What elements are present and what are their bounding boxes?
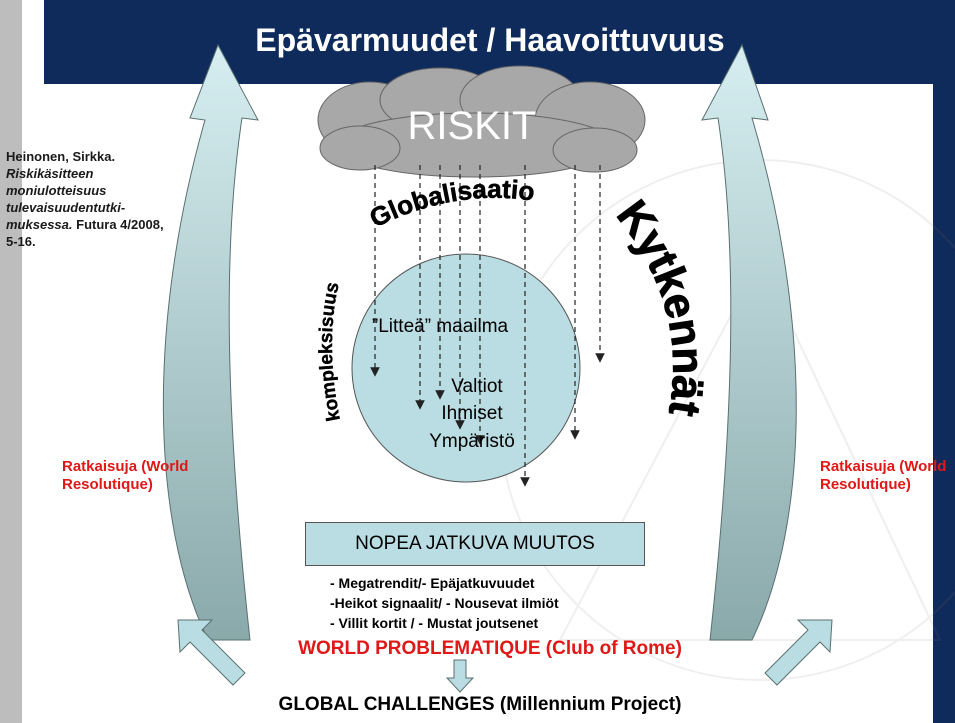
right-sidebar-bar bbox=[933, 0, 955, 723]
citation-author: Heinonen, Sirkka. bbox=[6, 149, 116, 164]
resolutions-left-label: Ratkaisuja (World Resolutique) bbox=[62, 458, 189, 493]
circle-line-flat-world: ”Litteä” maailma bbox=[372, 316, 509, 337]
bullet-list: - Megatrendit/- Epäjatkuvuudet -Heikot s… bbox=[330, 573, 630, 633]
world-circle bbox=[351, 253, 581, 483]
page-title: Epävarmuudet / Haavoittuvuus bbox=[255, 22, 725, 58]
kytkennat-arc-text: Kytkennät bbox=[607, 192, 712, 420]
circle-line-valtiot: Valtiot bbox=[451, 376, 503, 397]
right-curved-arrow bbox=[701, 43, 797, 641]
bottom-right-outline-arrow bbox=[764, 619, 833, 686]
circle-line-ymparisto: Ympäristö bbox=[429, 431, 515, 452]
citation-text: Heinonen, Sirkka. Riskikäsitteen moniulo… bbox=[6, 148, 166, 250]
bottom-left-outline-arrow bbox=[177, 619, 246, 686]
riskit-label: RISKIT bbox=[408, 104, 537, 148]
title-band bbox=[44, 0, 933, 84]
left-sidebar-bar bbox=[0, 0, 22, 723]
citation-title: Riskikäsitteen moniulotteisuus tulevaisu… bbox=[6, 166, 126, 232]
circle-line-ihmiset: Ihmiset bbox=[441, 403, 503, 424]
down-outline-arrow bbox=[445, 659, 475, 693]
bullet-item: - Villit kortit / - Mustat joutsenet bbox=[330, 615, 539, 631]
kompleksisuus-arc-text: kompleksisuus bbox=[316, 280, 345, 423]
bullet-item: -Heikot signaalit/ - Nousevat ilmiöt bbox=[330, 595, 559, 611]
world-problematique-label: WORLD PROBLEMATIQUE (Club of Rome) bbox=[298, 638, 682, 659]
risk-rain-arrows bbox=[370, 165, 605, 487]
change-box: NOPEA JATKUVA MUUTOS bbox=[305, 522, 645, 566]
citation-source: Futura 4/2008, 5-16. bbox=[6, 217, 164, 249]
left-curved-arrow bbox=[162, 43, 259, 641]
riskit-cloud bbox=[317, 65, 646, 178]
globalisaatio-arc-text: Globalisaatio bbox=[365, 174, 537, 233]
bullet-item: - Megatrendit/- Epäjatkuvuudet bbox=[330, 575, 535, 591]
resolutions-right-label: Ratkaisuja (World Resolutique) bbox=[820, 458, 947, 493]
global-challenges-label: GLOBAL CHALLENGES (Millennium Project) bbox=[278, 694, 682, 715]
